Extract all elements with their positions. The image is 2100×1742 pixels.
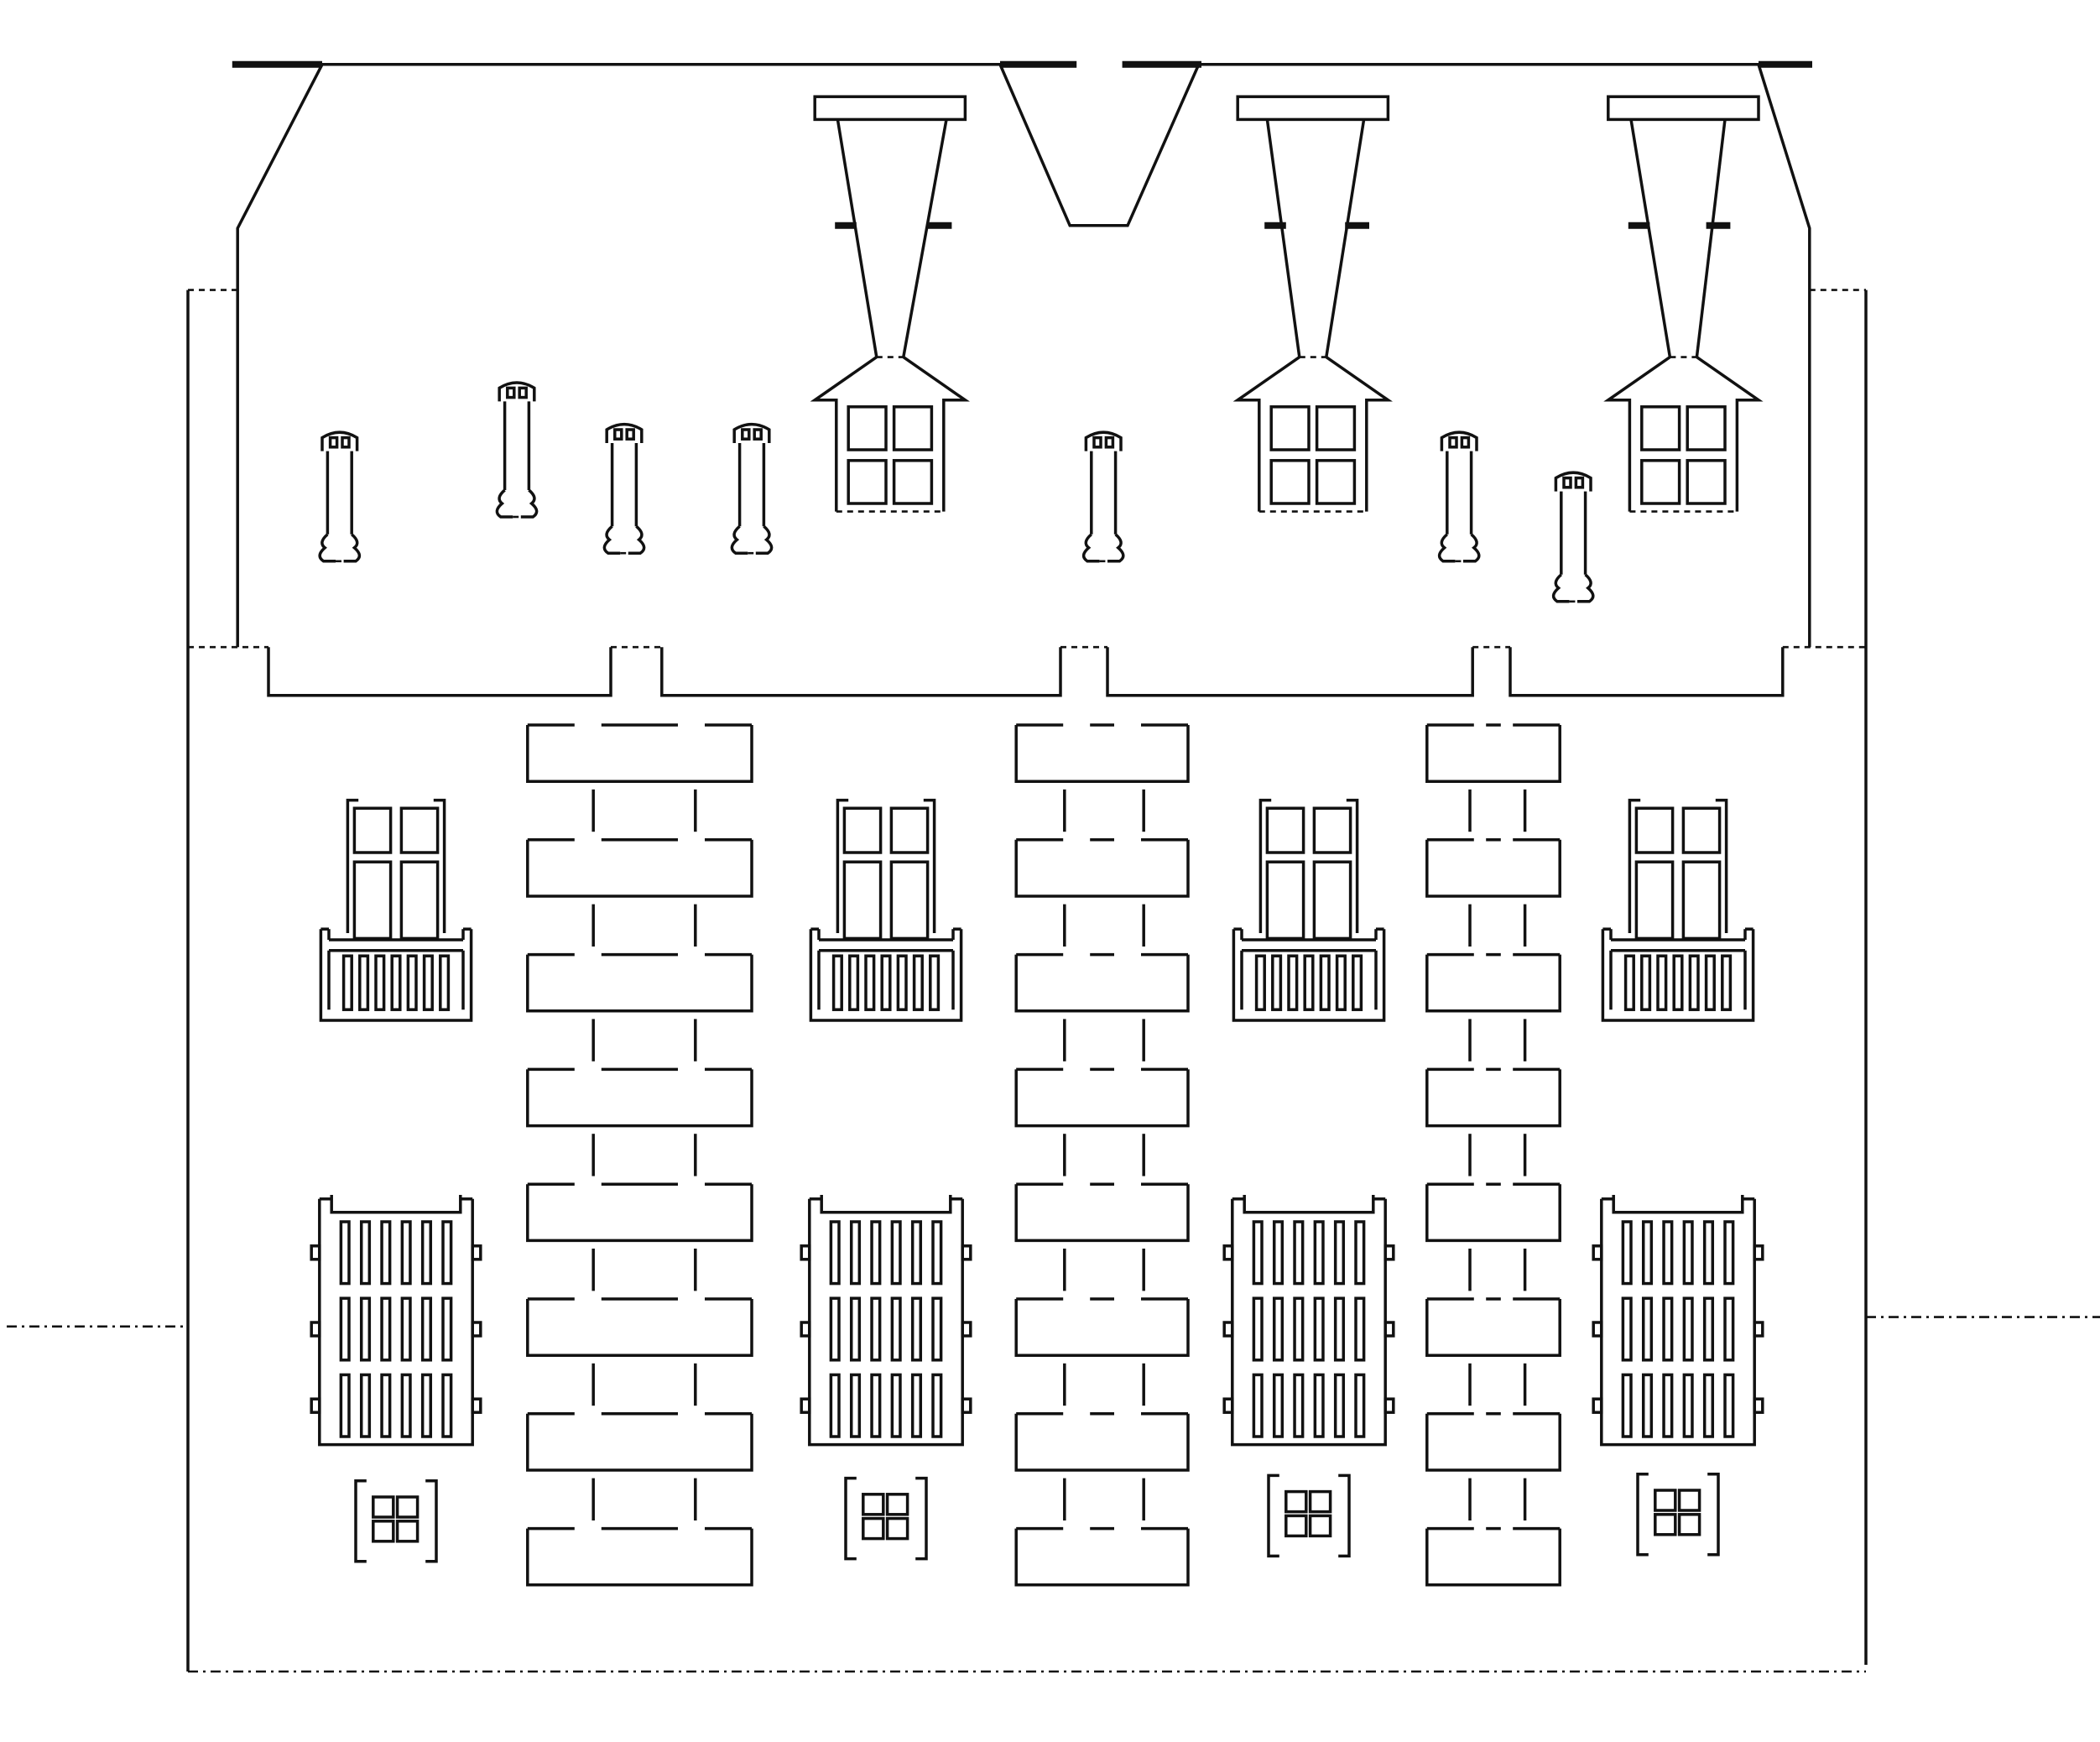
dormer-pane [1640, 459, 1681, 505]
dormer-3 [1603, 95, 1764, 513]
dormer-pane [847, 405, 888, 451]
stair-step [526, 1526, 753, 1587]
stair-step [1014, 838, 1190, 947]
dormer-pane [892, 405, 934, 451]
stair-step [526, 1067, 753, 1176]
stair-step [526, 952, 753, 1061]
dormer-pane [1686, 405, 1727, 451]
upper-balcony-3 [1232, 798, 1386, 1022]
stair-step [1425, 1412, 1561, 1520]
card-frame [7, 289, 2100, 1673]
stair-step [526, 723, 753, 832]
upper-balcony-1 [319, 798, 473, 1022]
stair-step [1425, 838, 1561, 947]
stair-step [1014, 1412, 1190, 1520]
stair-step [1425, 723, 1561, 832]
stair-step [1425, 1297, 1561, 1406]
chimney-4 [730, 422, 774, 555]
stair-step [526, 838, 753, 947]
chimney-7 [1551, 471, 1595, 603]
small-window-1 [354, 1479, 438, 1563]
small-window-2 [844, 1476, 928, 1561]
stair-tower-1 [526, 723, 753, 1587]
upper-balcony-4 [1601, 798, 1755, 1022]
lower-balcony-4 [1592, 1195, 1764, 1447]
chimney-5 [1081, 430, 1125, 563]
stair-tower-2 [1014, 723, 1190, 1587]
chimney-2 [495, 381, 539, 519]
stair-step [1425, 1067, 1561, 1176]
chimney-1 [318, 430, 362, 563]
dormer-pane [892, 459, 934, 505]
small-window-3 [1267, 1473, 1351, 1558]
dormer-pane [1686, 459, 1727, 505]
stair-step [1014, 1297, 1190, 1406]
dormer-pane [1269, 405, 1311, 451]
stair-step [526, 1182, 753, 1291]
stair-step [1425, 1526, 1561, 1587]
chimney-6 [1437, 430, 1481, 563]
stair-step [1425, 1182, 1561, 1291]
stair-step [526, 1412, 753, 1520]
dormer-pane [1315, 459, 1357, 505]
upper-balcony-2 [809, 798, 963, 1022]
dormer-pane [1315, 405, 1357, 451]
roof-outline [232, 60, 1812, 697]
small-window-4 [1636, 1473, 1720, 1557]
stair-step [1014, 1526, 1190, 1587]
lower-balcony-3 [1222, 1195, 1395, 1447]
dormer-pane [847, 459, 888, 505]
dormer-pane [1640, 405, 1681, 451]
lower-balcony-1 [310, 1195, 482, 1447]
stair-step [1014, 723, 1190, 832]
dormer-pane [1269, 459, 1311, 505]
stair-step [1014, 1182, 1190, 1291]
stair-step [526, 1297, 753, 1406]
stair-step [1014, 952, 1190, 1061]
lower-balcony-2 [800, 1195, 972, 1447]
chimney-3 [602, 422, 646, 555]
dormer-1 [810, 95, 970, 513]
stair-tower-3 [1425, 723, 1561, 1587]
stair-step [1425, 952, 1561, 1061]
stair-step [1014, 1067, 1190, 1176]
dormer-2 [1232, 95, 1393, 513]
